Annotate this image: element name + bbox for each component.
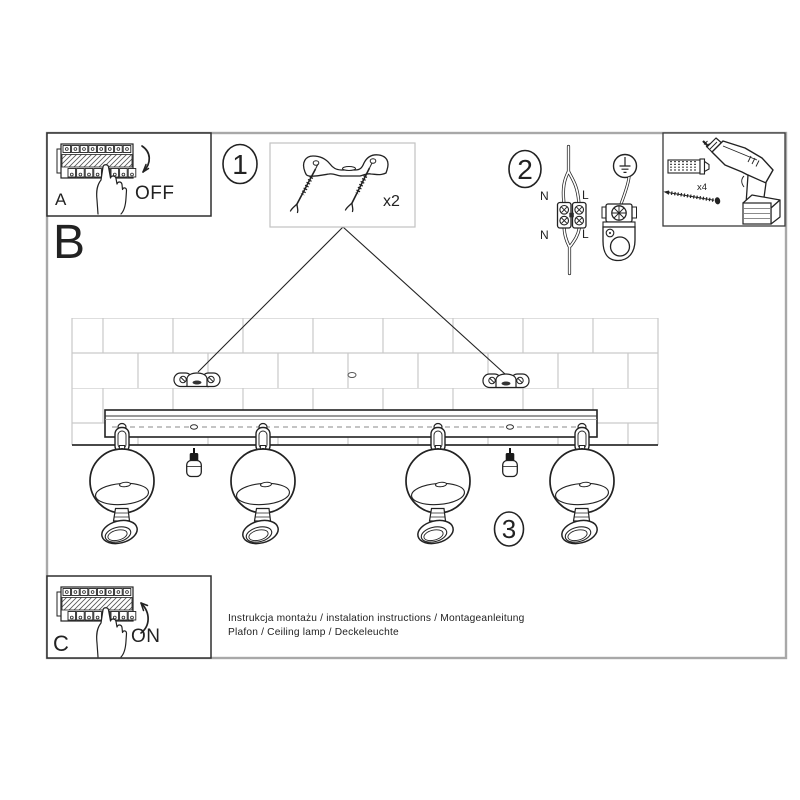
wall-bracket-right [482,373,530,389]
step-c-power-on-box: C ON [46,575,212,659]
footer-instructions: Instrukcja montażu / instalation instruc… [228,613,525,624]
expansion-screw-right-icon [344,162,373,213]
step-2-badge: 2 [508,149,542,189]
drill-icon [702,137,781,225]
terminal-block-icon [556,201,587,229]
tools-box: x4 [662,132,786,227]
off-label: OFF [135,183,175,204]
arrow-down-icon [141,145,151,173]
section-a-label: A [55,190,67,209]
step-a-power-off-box: A OFF [46,132,212,217]
expansion-screw-left-icon [289,163,319,214]
ground-terminal-icon [601,176,637,262]
pointer-line-right [342,226,506,375]
wall-bracket-left [173,372,221,388]
pointer-line-left [197,226,344,373]
mounting-bracket-icon [302,154,389,177]
ground-symbol-icon [612,153,638,179]
wall-plug-icon [667,158,710,175]
wire-label-l-out: L [582,227,589,241]
rail-hole-right [506,424,514,430]
cable-hole [347,372,357,378]
bracket-quantity-label: x2 [383,193,400,210]
step-2-number: 2 [517,154,533,185]
step-3-badge: 3 [493,511,525,547]
step-1-number: 1 [232,149,248,180]
wire-label-n-out: N [540,228,549,242]
rail-hole-left [190,424,198,430]
step-3-number: 3 [502,514,516,544]
step-1-badge: 1 [222,143,258,185]
arrow-up-icon [140,602,149,634]
section-c-label: C [53,631,69,656]
power-cable-diagram: N L N L [540,144,589,276]
lamp-rail [104,409,598,438]
on-label: ON [131,626,161,647]
bracket-parts-box: x2 [269,142,416,228]
wire-label-l-in: L [582,188,589,202]
hanging-screw-2 [501,447,519,478]
wire-label-n-in: N [540,189,549,203]
footer-product: Plafon / Ceiling lamp / Deckeleuchte [228,627,399,638]
mounting-screw-icon [663,190,721,205]
hanging-screw-1 [185,447,203,478]
anchor-quantity-label: x4 [697,182,707,193]
sheet-border [45,131,788,660]
section-b-label: B [53,216,85,269]
